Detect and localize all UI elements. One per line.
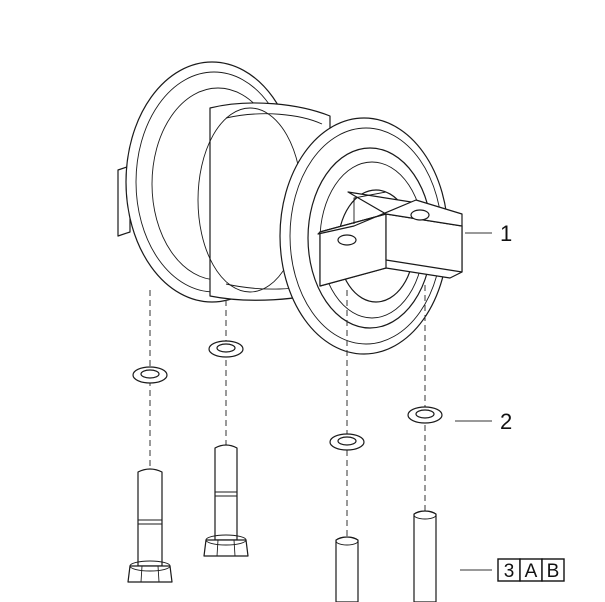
washers <box>132 340 443 451</box>
callout-1-label: 1 <box>500 221 512 246</box>
washer <box>132 366 168 384</box>
ref-box-group: 3 A B <box>497 558 565 582</box>
bolts <box>127 444 437 602</box>
track-roller <box>117 61 463 355</box>
washer <box>407 406 443 424</box>
callout-2-label: 2 <box>500 409 512 434</box>
washer <box>208 340 244 358</box>
ref-box-3-label: 3 <box>504 561 515 582</box>
hex-bolt <box>127 468 173 583</box>
ref-box-a-label: A <box>525 561 538 582</box>
pin <box>335 536 359 602</box>
hex-bolt <box>203 444 249 557</box>
washer <box>329 433 365 451</box>
ref-box-b <box>541 558 565 582</box>
pin <box>413 510 437 602</box>
leader-lines <box>455 232 492 571</box>
ref-box-b-label: B <box>547 561 560 582</box>
